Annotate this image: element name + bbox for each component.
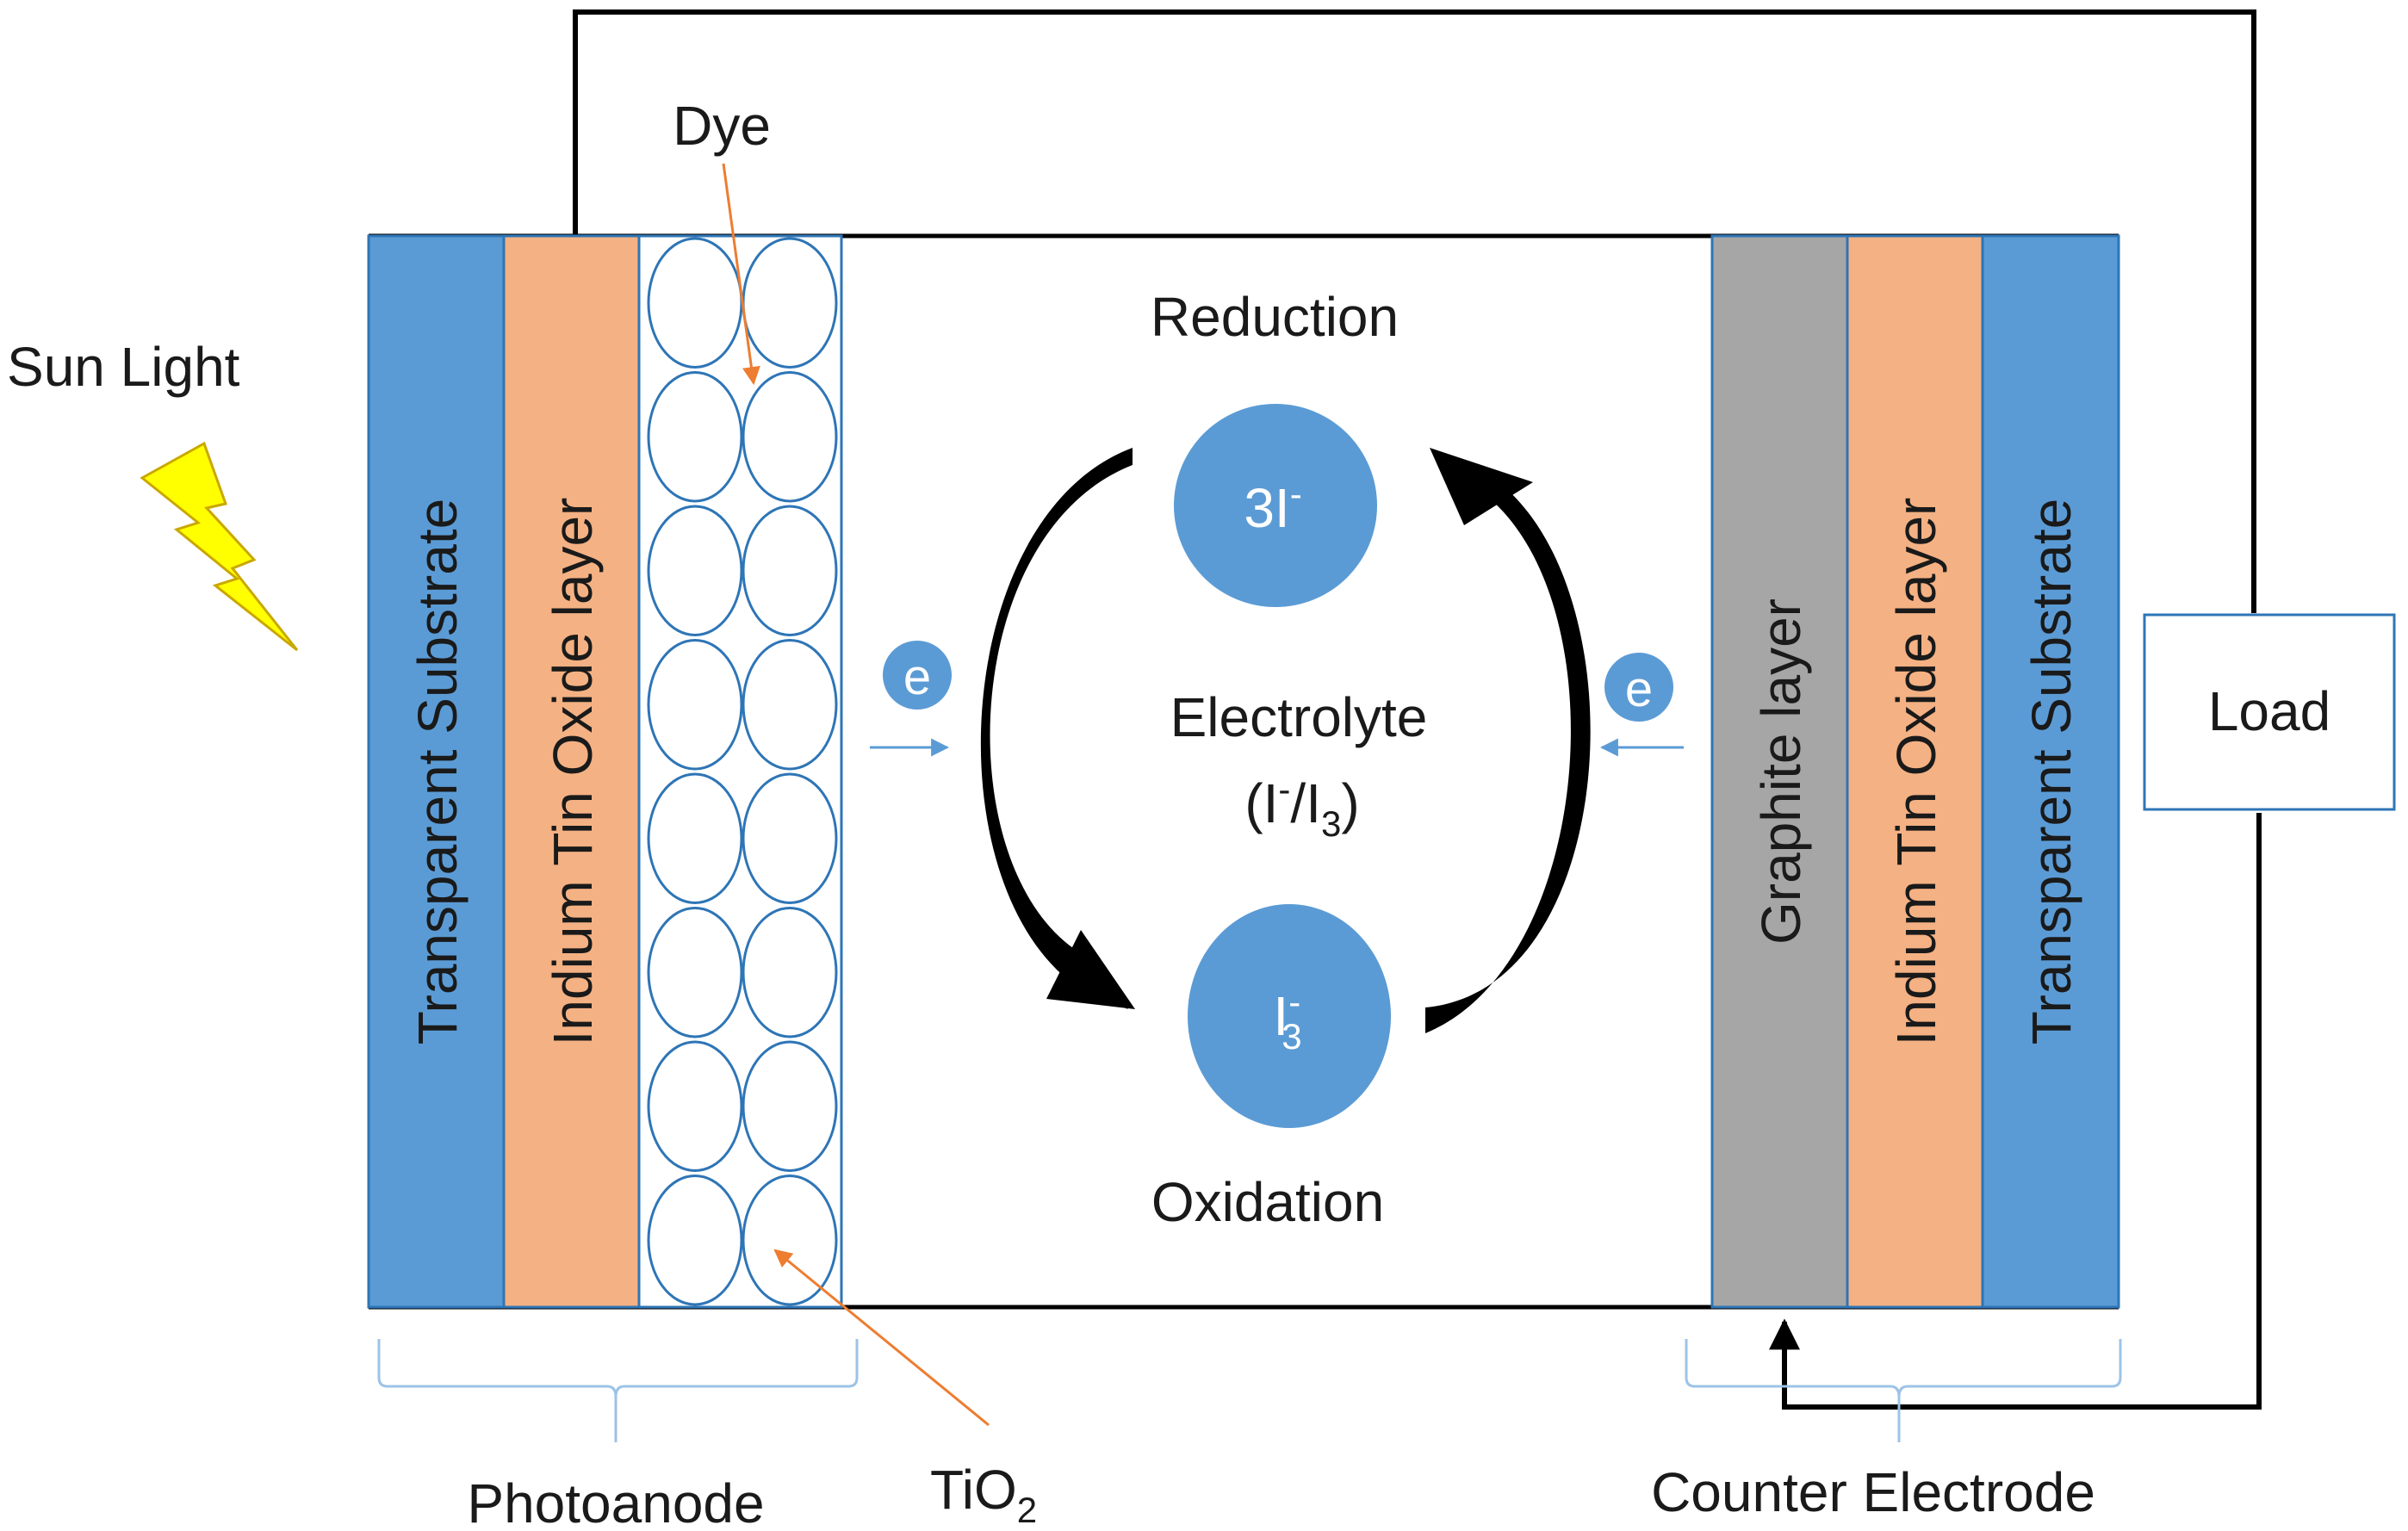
tio2-particle bbox=[647, 371, 743, 503]
tio2-particle bbox=[742, 371, 838, 503]
ion-3i-label: 3I- bbox=[1244, 474, 1301, 539]
electron-right-label: e bbox=[1625, 661, 1653, 717]
dye-pointer bbox=[722, 163, 760, 386]
tio2-particle bbox=[742, 907, 838, 1038]
tio2-particle bbox=[647, 639, 743, 771]
tio2-particle bbox=[647, 907, 743, 1038]
right-substrate-label: Transparent Substrate bbox=[2020, 499, 2082, 1044]
left-substrate-layer bbox=[367, 234, 506, 1309]
tio2-particle bbox=[742, 237, 838, 369]
ion-i3-label: I-3 bbox=[1273, 982, 1301, 1057]
ion-i3-circle bbox=[1188, 904, 1391, 1128]
left-ito-layer bbox=[502, 234, 641, 1309]
ion-3i-circle bbox=[1174, 404, 1377, 607]
tio2-particle bbox=[647, 772, 743, 904]
right-ito-label: Indium Tin Oxide layer bbox=[1885, 498, 1947, 1046]
left-substrate-label: Transparent Substrate bbox=[407, 499, 469, 1044]
reduction-label: Reduction bbox=[1151, 286, 1399, 348]
circuit-wire-bottom bbox=[1769, 813, 2262, 1410]
photoanode-label: Photoanode bbox=[467, 1472, 764, 1531]
redox-arrow-left bbox=[980, 448, 1133, 1009]
tio2-particle bbox=[647, 1175, 743, 1306]
electron-right bbox=[1604, 653, 1673, 722]
electrolyte-formula: (I-/I3) bbox=[1244, 769, 1359, 844]
electrolyte-label: Electrolyte bbox=[1170, 686, 1428, 748]
tio2-particle bbox=[647, 1040, 743, 1172]
right-graphite-label: Graphite layer bbox=[1750, 598, 1812, 945]
oxidation-label: Oxidation bbox=[1151, 1171, 1384, 1233]
right-substrate-layer bbox=[1981, 234, 2120, 1309]
electron-left-label: e bbox=[903, 649, 931, 705]
sunlight-label: Sun Light bbox=[7, 336, 240, 398]
counter-electrode-label: Counter Electrode bbox=[1651, 1461, 2095, 1523]
lightning-bolt-icon bbox=[140, 441, 299, 652]
right-ito-layer bbox=[1846, 234, 1984, 1309]
load-box bbox=[2143, 613, 2396, 811]
tio2-label: TiO2 bbox=[930, 1459, 1037, 1530]
redox-arrow-left-head bbox=[1046, 930, 1135, 1009]
circuit-wire-top bbox=[573, 9, 2256, 613]
photoanode-layers: Transparent Substrate Indium Tin Oxide l… bbox=[367, 234, 641, 1309]
tio2-particle bbox=[647, 505, 743, 636]
tio2-pointer bbox=[773, 1249, 990, 1427]
counter-electrode-bracket bbox=[1685, 1339, 2122, 1442]
counter-electrode-layers: Graphite layer Indium Tin Oxide layer Tr… bbox=[1710, 234, 2120, 1309]
tio2-particle bbox=[742, 1040, 838, 1172]
tio2-particle bbox=[742, 772, 838, 904]
photoanode-bracket bbox=[377, 1339, 859, 1442]
redox-arrow-right bbox=[1425, 480, 1591, 1033]
redox-arrow-right-head bbox=[1430, 448, 1533, 525]
tio2-particle bbox=[647, 237, 743, 369]
load-label: Load bbox=[2208, 680, 2330, 742]
tio2-particle bbox=[742, 639, 838, 771]
dye-label: Dye bbox=[673, 95, 771, 157]
tio2-particle bbox=[742, 505, 838, 636]
right-graphite-layer bbox=[1710, 234, 1849, 1309]
tio2-particles bbox=[647, 237, 838, 1306]
electron-left bbox=[883, 641, 952, 710]
tio2-particle bbox=[742, 1175, 838, 1306]
left-ito-label: Indium Tin Oxide layer bbox=[542, 498, 604, 1046]
